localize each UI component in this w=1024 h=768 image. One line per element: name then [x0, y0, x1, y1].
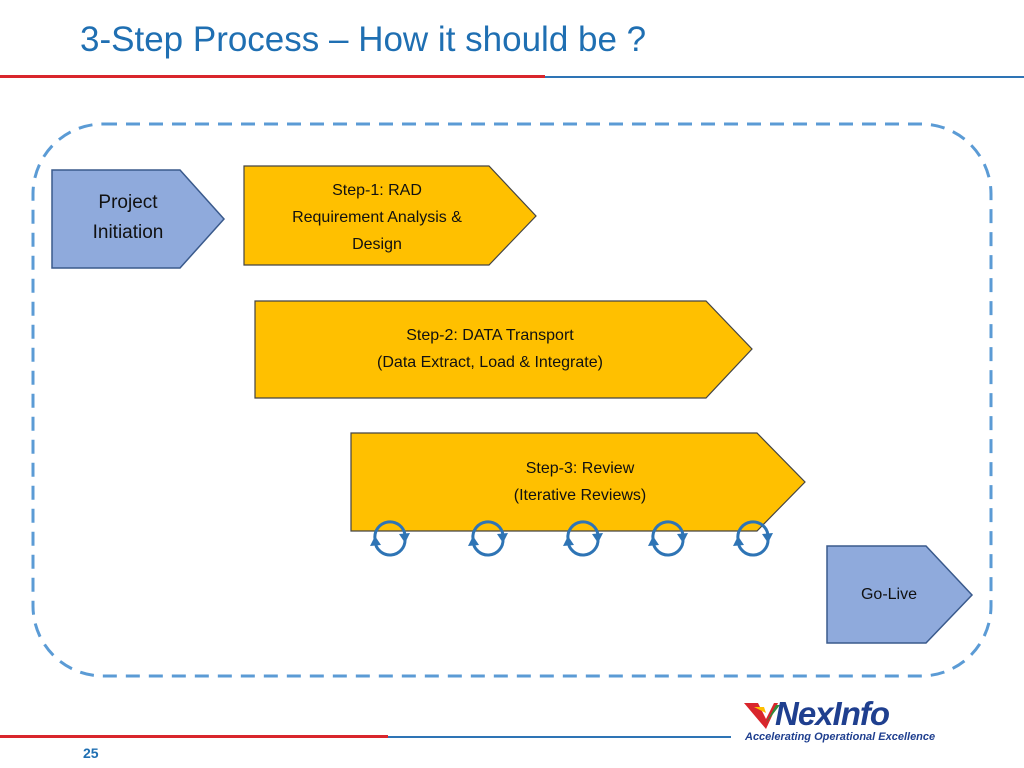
step-3-shape: [350, 432, 806, 532]
cycle-arrow-icon: [733, 520, 773, 557]
cycle-arrow-icon: [648, 520, 688, 557]
step-2-shape: [254, 300, 753, 399]
footer-divider-blue: [388, 736, 731, 738]
review-cycle-icons: [370, 520, 773, 557]
step-2-subtitle: (Data Extract, Load & Integrate): [377, 354, 603, 371]
step-1-line-3: Design: [352, 235, 402, 253]
step-2-label: Step-2: DATA Transport (Data Extract, Lo…: [300, 320, 680, 378]
footer-divider-red: [0, 735, 388, 738]
project-initiation-line-1: Project: [98, 192, 158, 213]
cycle-arrow-icon: [370, 520, 410, 557]
step-3-title: Step-3: Review: [525, 460, 635, 477]
title-divider-red: [0, 75, 545, 78]
go-live-text: Go-Live: [860, 586, 918, 603]
go-live-shape: [826, 545, 974, 644]
project-initiation-shape: [51, 169, 226, 269]
nexinfo-logo: [744, 703, 780, 729]
step-3-subtitle: (Iterative Reviews): [513, 487, 647, 504]
title-divider-blue: [545, 76, 1024, 78]
project-initiation-label: Project Initiation: [56, 185, 200, 251]
logo-wordmark: NexInfo: [775, 695, 890, 733]
step-1-label: Step-1: RAD Requirement Analysis & Desig…: [252, 174, 502, 260]
project-initiation-line-2: Initiation: [92, 222, 164, 243]
logo-tagline: Accelerating Operational Excellence: [745, 731, 936, 743]
step-2-title: Step-2: DATA Transport: [406, 327, 574, 344]
logo-info: Info: [832, 695, 890, 732]
cycle-arrow-icon: [468, 520, 508, 557]
logo-nex: Nex: [775, 695, 834, 732]
step-1-line-2: Requirement Analysis &: [292, 208, 462, 226]
step-1-shape: [243, 165, 537, 266]
page-number: 25: [83, 745, 99, 761]
logo-mark: [744, 703, 778, 729]
cycle-arrow-icon: [563, 520, 603, 557]
process-boundary: [31, 122, 993, 678]
step-3-label: Step-3: Review (Iterative Reviews): [430, 454, 730, 510]
go-live-label: Go-Live: [830, 580, 948, 610]
step-1-title: Step-1: RAD: [332, 181, 422, 199]
slide-title: 3-Step Process – How it should be ?: [80, 20, 647, 59]
